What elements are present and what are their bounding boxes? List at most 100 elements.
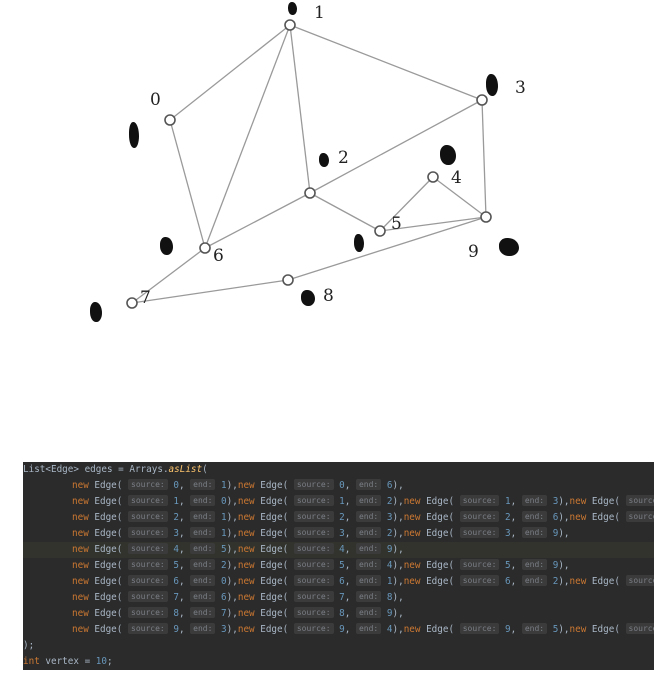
param-hint-end: end: [521,559,548,570]
code-line-edges-0[interactable]: new Edge( source: 0, end: 1),new Edge( s… [23,478,654,494]
graph-edge-2-3 [309,99,483,194]
param-hint-source: source: [128,623,168,634]
scribble-mark [301,290,315,306]
code-number-end: 7 [221,608,227,619]
code-number-source: 2 [339,512,345,523]
code-keyword: new [72,544,89,555]
code-punctuation: ) [226,560,233,571]
param-hint-end: end: [355,591,382,602]
code-constructor: Edge( [420,624,455,635]
code-line-close[interactable]: ); [23,638,654,654]
code-line-edges-7[interactable]: new Edge( source: 7, end: 6),new Edge( s… [23,590,654,606]
code-line-declaration[interactable]: List<Edge> edges = Arrays.asList( [23,462,654,478]
code-line-vertex[interactable]: int vertex = 10; [23,654,654,670]
code-number-source: 8 [173,608,179,619]
param-hint-end: end: [355,479,382,490]
param-hint-end: end: [355,495,382,506]
code-punctuation: , [232,480,238,491]
code-line-edges-9[interactable]: new Edge( source: 9, end: 3),new Edge( s… [23,622,654,638]
scribble-mark [486,74,498,96]
code-line-edges-2[interactable]: new Edge( source: 2, end: 1),new Edge( s… [23,510,654,526]
param-hint-end: end: [190,559,216,570]
graph-node-6 [199,242,211,254]
graph-edge-2-6 [204,192,311,249]
param-hint-end: end: [355,607,382,618]
code-punctuation: , [398,496,404,507]
graph-node-label-8: 8 [323,286,334,306]
code-keyword: new [569,496,587,507]
code-number-end: 9 [386,608,393,619]
code-punctuation: ) [392,496,399,507]
code-punctuation: , [178,608,191,619]
code-keyword: new [237,592,255,603]
code-punctuation: ; [106,656,113,667]
code-number-end: 2 [221,560,227,571]
graph-node-1 [284,19,296,31]
code-number-end: 1 [386,576,393,587]
code-keyword: new [237,560,255,571]
code-line-edges-6[interactable]: new Edge( source: 6, end: 0),new Edge( s… [23,574,654,590]
code-constructor: Edge( [586,576,620,587]
param-hint-source: source: [625,495,654,506]
graph-node-label-4: 4 [451,168,462,188]
code-keyword: new [403,576,421,587]
scribble-mark [319,153,329,167]
code-punctuation [620,512,626,523]
graph-edge-2-5 [309,192,381,232]
code-identifier: vertex = [39,656,96,667]
param-hint-source: source: [459,511,500,522]
code-punctuation: , [178,480,191,491]
code-line-edges-8[interactable]: new Edge( source: 8, end: 7),new Edge( s… [23,606,654,622]
code-keyword: new [72,576,89,587]
param-hint-source: source: [459,495,500,506]
code-line-edges-3[interactable]: new Edge( source: 3, end: 1),new Edge( s… [23,526,654,542]
code-editor-panel[interactable]: List<Edge> edges = Arrays.asList(new Edg… [23,462,654,670]
code-number-end: 3 [221,624,227,635]
code-punctuation: , [344,544,356,555]
code-punctuation: , [178,544,191,555]
code-line-edges-5[interactable]: new Edge( source: 5, end: 2),new Edge( s… [23,558,654,574]
code-constructor: Edge( [420,560,455,571]
code-number-end: 9 [552,528,559,539]
code-number-source: 1 [173,496,179,507]
graph-node-label-5: 5 [391,214,402,234]
graph-edge-6-7 [131,247,206,304]
code-punctuation: , [398,592,404,603]
code-punctuation: , [178,576,191,587]
code-keyword: new [72,608,89,619]
graph-edge-1-6 [204,24,291,249]
code-number-source: 5 [173,560,179,571]
code-punctuation: , [563,624,570,635]
code-constructor: Edge( [88,480,123,491]
code-punctuation: , [563,512,570,523]
code-number: 10 [95,656,107,667]
code-punctuation: , [398,576,404,587]
param-hint-source: source: [293,607,334,618]
param-hint-source: source: [293,527,334,538]
param-hint-source: source: [293,591,334,602]
code-punctuation: , [178,496,191,507]
graph-node-2 [304,187,316,199]
code-keyword: new [237,544,255,555]
param-hint-source: source: [293,623,334,634]
code-number-end: 4 [386,560,393,571]
code-keyword: new [237,576,255,587]
graph-svg [126,19,492,309]
code-punctuation: , [344,512,356,523]
graph-edge-0-6 [169,119,206,249]
code-line-edges-4[interactable]: new Edge( source: 4, end: 5),new Edge( s… [23,542,654,558]
scribble-mark [129,122,139,148]
code-constructor: Edge( [88,528,123,539]
code-line-edges-1[interactable]: new Edge( source: 1, end: 0),new Edge( s… [23,494,654,510]
code-punctuation: ) [558,624,564,635]
code-punctuation: ) [226,480,233,491]
code-constructor: Edge( [88,592,123,603]
code-punctuation: , [178,528,191,539]
code-number-end: 0 [221,576,227,587]
code-number-source: 3 [173,528,179,539]
code-number-source: 7 [173,592,179,603]
code-punctuation: ) [392,608,399,619]
code-number-end: 2 [386,496,393,507]
code-keyword: new [72,560,89,571]
code-punctuation: , [232,624,238,635]
